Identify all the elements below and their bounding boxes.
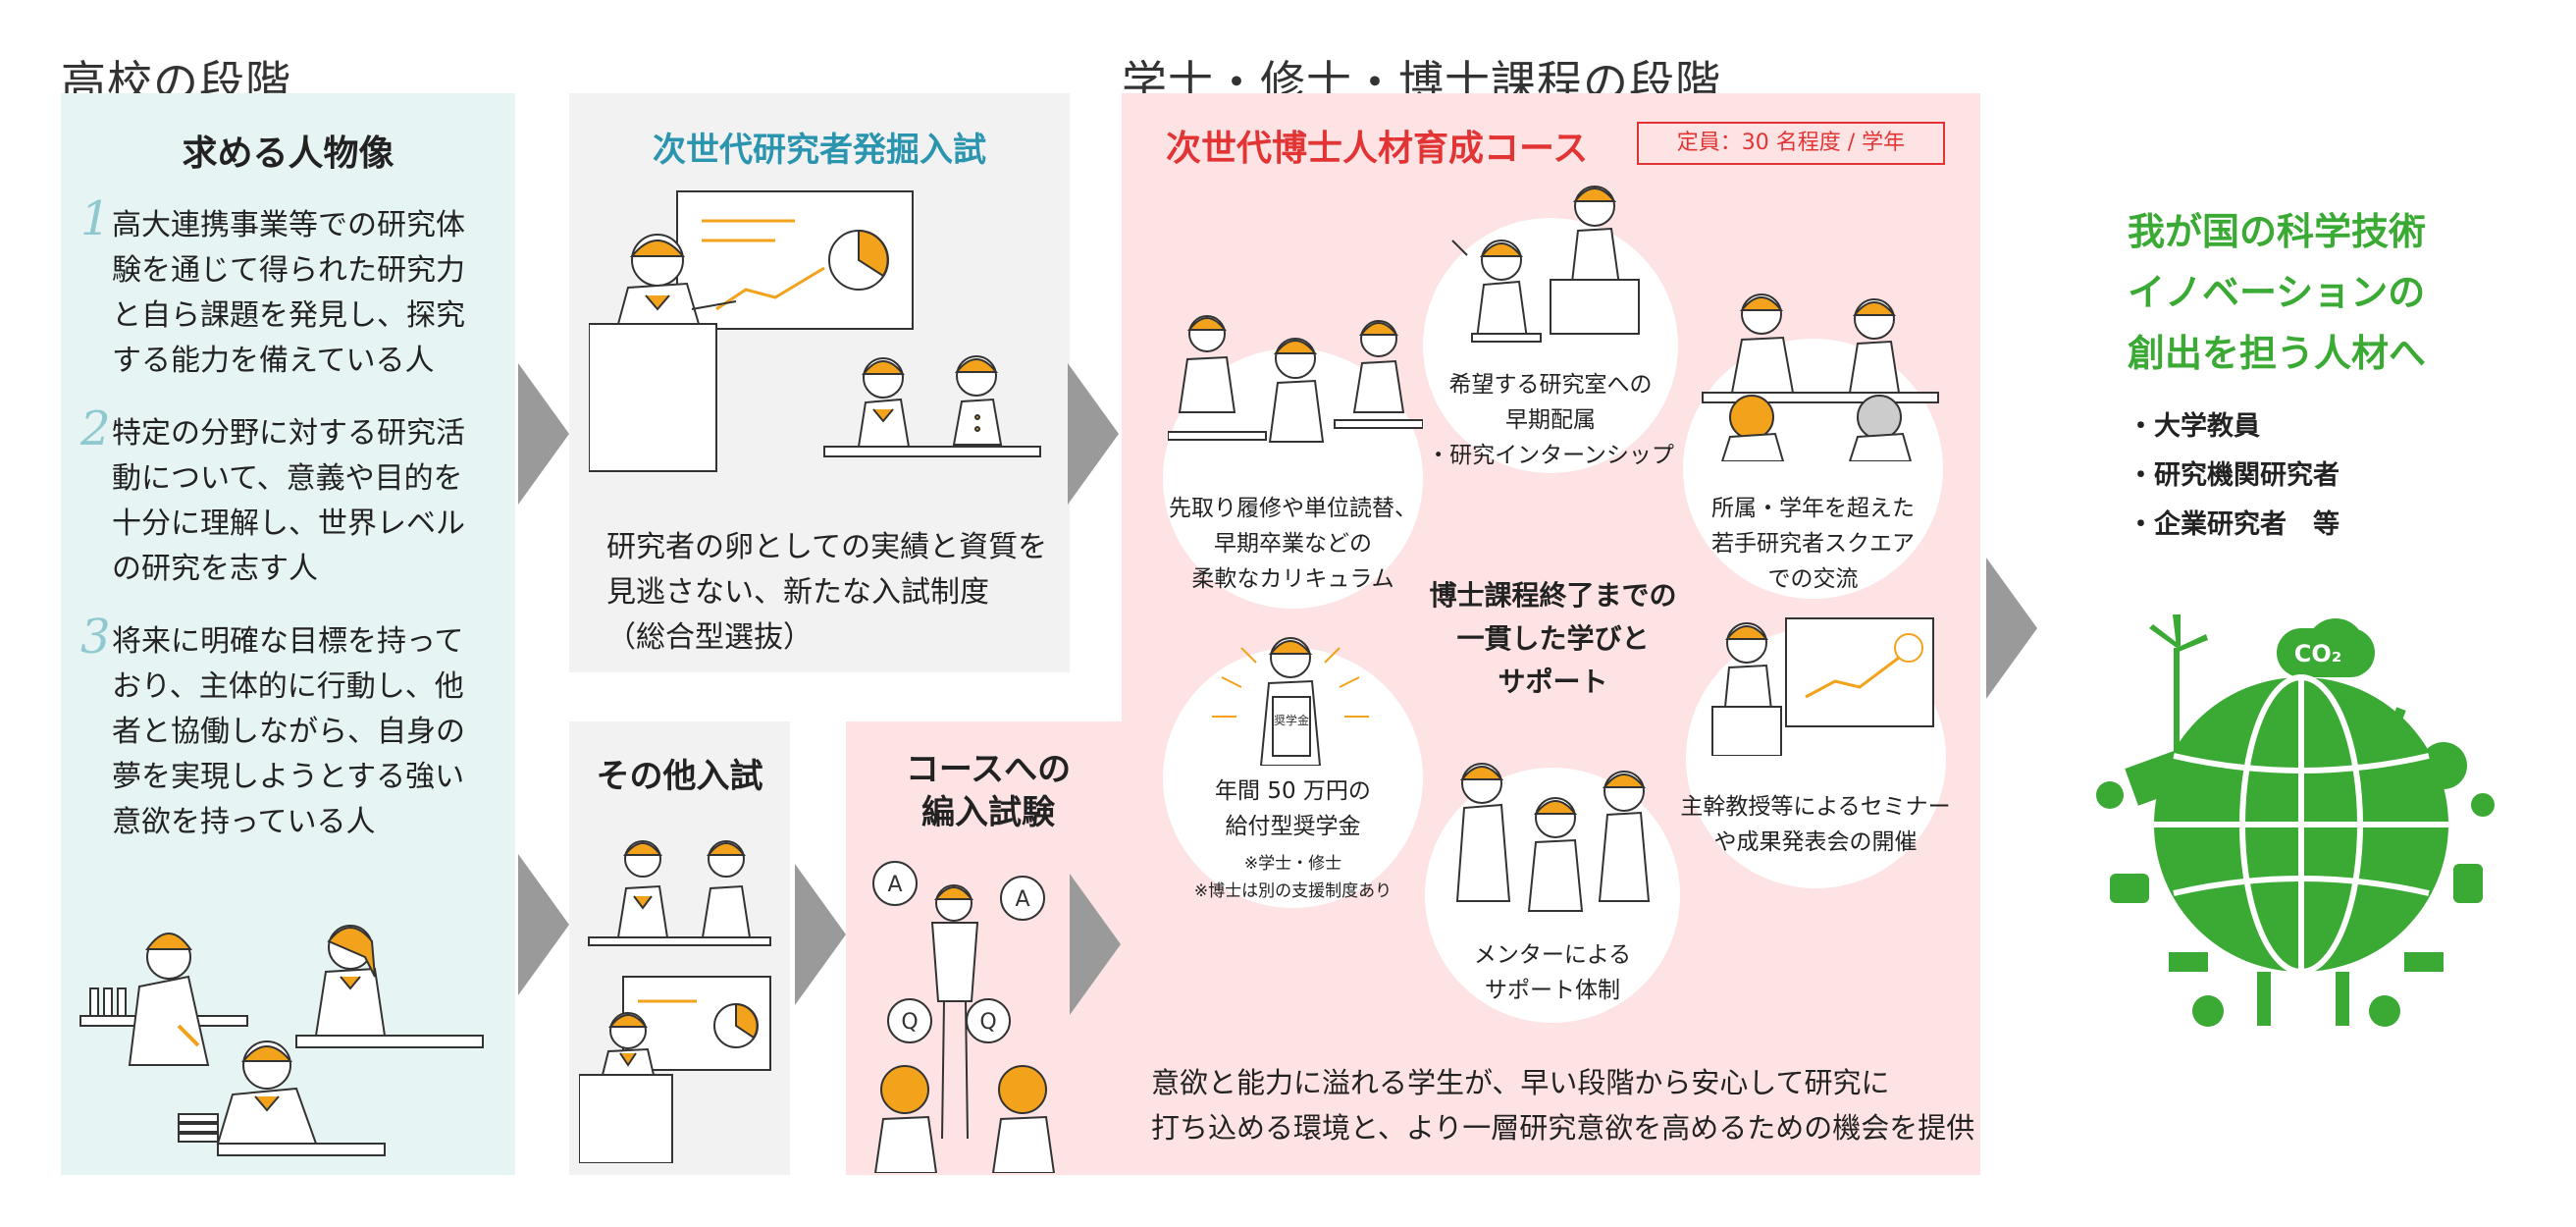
flow-arrow xyxy=(795,864,846,1005)
capacity-badge: 定員：30 名程度 / 学年 xyxy=(1637,122,1945,165)
ideal-item-1-line: と自ら課題を発見し、探究 xyxy=(112,298,465,333)
seminar-text: 主幹教授等によるセミナー や成果発表会の開催 xyxy=(1654,789,1977,860)
ideal-item-2: 特定の分野に対する研究活 動について、意義や目的を 十分に理解し、世界レベル の… xyxy=(112,411,465,592)
lab-text-line: 早期配属 xyxy=(1505,407,1596,433)
co2-label: CO₂ xyxy=(2294,640,2342,667)
mentor-text: メンターによる サポート体制 xyxy=(1425,937,1680,1008)
scholarship-note: ※博士は別の支援制度あり xyxy=(1193,881,1393,901)
ideal-item-1: 高大連携事業等での研究体 験を通じて得られた研究力 と自ら課題を発見し、探究 す… xyxy=(112,203,465,384)
ideal-item-2-line: 特定の分野に対する研究活 xyxy=(112,416,465,451)
lab-text-line: ・研究インターンシップ xyxy=(1427,443,1674,468)
scholarship-notes: ※学士・修士 ※博士は別の支援制度あり xyxy=(1163,850,1423,905)
outcome-title-line: イノベーションの xyxy=(2128,271,2426,314)
ideal-item-3-line: 将来に明確な目標を持って xyxy=(112,624,464,659)
other-exam-panel: その他入試 xyxy=(569,721,790,1175)
outcome-title-line: 我が国の科学技術 xyxy=(2128,210,2427,253)
seminar-text-line: 主幹教授等によるセミナー xyxy=(1680,794,1951,820)
scholarship-note: ※学士・修士 xyxy=(1243,854,1342,874)
discovery-exam-title: 次世代研究者発掘入試 xyxy=(653,131,986,170)
scholarship-text-line: 給付型奨学金 xyxy=(1225,814,1361,839)
flow-arrow xyxy=(1070,874,1121,1015)
course-summary-line: 意欲と能力に溢れる学生が、早い段階から安心して研究に xyxy=(1151,1066,1890,1099)
square-circle xyxy=(1683,339,1943,599)
exam-students-illustration xyxy=(579,840,771,1163)
center-statement-line: 一貫した学びと xyxy=(1456,622,1650,655)
answer-bubble-label: A xyxy=(1015,887,1029,912)
ideal-item-3: 将来に明確な目標を持って おり、主体的に行動し、他 者と協働しながら、自身の 夢… xyxy=(112,619,465,845)
discussion-illustration xyxy=(1702,293,1939,461)
question-bubble-label: Q xyxy=(979,1010,996,1035)
item-number-3: 3 xyxy=(80,610,111,665)
item-number-2: 2 xyxy=(80,401,111,456)
discovery-exam-desc-line: 見逃さない、新たな入試制度 xyxy=(606,575,989,610)
lab-text-line: 希望する研究室への xyxy=(1448,372,1653,398)
ideal-item-2-line: 十分に理解し、世界レベル xyxy=(112,507,465,541)
ideal-item-1-line: 高大連携事業等での研究体 xyxy=(112,208,465,242)
mentor-text-line: メンターによる xyxy=(1473,942,1632,968)
seminar-text-line: や成果発表会の開催 xyxy=(1713,829,1918,855)
mentor-text-line: サポート体制 xyxy=(1485,978,1620,1003)
square-text-line: 所属・学年を超えた xyxy=(1711,496,1915,521)
square-text-line: 若手研究者スクエア xyxy=(1711,531,1915,557)
green-globe-illustration: CO₂ xyxy=(2096,614,2495,1027)
scholarship-text: 年間 50 万円の 給付型奨学金 xyxy=(1163,774,1423,844)
answer-bubble-label: A xyxy=(887,873,902,897)
lab-text: 希望する研究室への 早期配属 ・研究インターンシップ xyxy=(1423,367,1678,473)
outcome-title-line: 創出を担う人材へ xyxy=(2128,332,2427,375)
course-summary: 意欲と能力に溢れる学生が、早い段階から安心して研究に 打ち込める環境と、より一層… xyxy=(1151,1060,1974,1150)
curriculum-text-line: 早期卒業などの xyxy=(1214,531,1372,557)
item-number-1: 1 xyxy=(80,191,111,246)
center-statement-line: サポート xyxy=(1498,666,1608,698)
discovery-exam-panel: 次世代研究者発掘入試 研究者の卵としての実績と資質を xyxy=(569,93,1070,672)
lecture-illustration xyxy=(1168,315,1423,443)
seminar-illustration xyxy=(1711,617,1934,756)
ideal-person-title: 求める人物像 xyxy=(182,133,394,174)
flow-arrow xyxy=(1986,558,2037,699)
flow-arrow xyxy=(518,854,569,995)
transfer-exam-title-line: コースへの xyxy=(905,750,1072,789)
lab-circle xyxy=(1423,218,1678,473)
square-text: 所属・学年を超えた 若手研究者スクエア での交流 xyxy=(1683,491,1943,597)
ideal-item-3-line: 夢を実現しようとする強い xyxy=(112,760,465,794)
course-title: 次世代博士人材育成コース xyxy=(1166,129,1589,169)
discovery-exam-desc-line: （総合型選抜） xyxy=(606,620,813,655)
square-text-line: での交流 xyxy=(1767,566,1859,592)
ideal-item-3-line: 者と協働しながら、自身の xyxy=(112,715,465,749)
ideal-item-1-line: する能力を備えている人 xyxy=(112,344,435,378)
question-bubble-label: Q xyxy=(901,1010,918,1035)
mentor-illustration xyxy=(1455,763,1651,912)
ideal-item-2-line: 動について、意義や目的を xyxy=(112,461,463,496)
other-exam-title: その他入試 xyxy=(596,757,763,796)
curriculum-text: 先取り履修や単位読替、 早期卒業などの 柔軟なカリキュラム xyxy=(1163,491,1423,597)
discovery-exam-desc-line: 研究者の卵としての実績と資質を xyxy=(606,530,1048,564)
outcome-item: ・研究機関研究者 xyxy=(2128,460,2339,491)
center-statement: 博士課程終了までの 一貫した学びと サポート xyxy=(1413,574,1693,704)
scholarship-book-label: 奨学金 xyxy=(1274,713,1309,727)
flow-arrow xyxy=(1068,363,1119,505)
curriculum-text-line: 先取り履修や単位読替、 xyxy=(1169,496,1417,521)
center-statement-line: 博士課程終了までの xyxy=(1429,579,1677,612)
outcome-item: ・企業研究者 等 xyxy=(2128,509,2339,540)
flow-arrow xyxy=(518,363,569,505)
curriculum-text-line: 柔軟なカリキュラム xyxy=(1191,566,1394,592)
scholarship-illustration: 奨学金 xyxy=(1212,637,1369,766)
qa-illustration: A A Q Q xyxy=(872,861,1056,1173)
outcome-title: 我が国の科学技術 イノベーションの 創出を担う人材へ xyxy=(2128,201,2426,384)
ideal-item-3-line: おり、主体的に行動し、他 xyxy=(112,669,464,704)
lab-illustration xyxy=(1451,186,1640,343)
ideal-item-3-line: 意欲を持っている人 xyxy=(112,805,376,839)
scholarship-text-line: 年間 50 万円の xyxy=(1215,778,1371,804)
ideal-item-2-line: の研究を志す人 xyxy=(112,552,318,586)
transfer-exam-title-line: 編入試験 xyxy=(921,793,1055,832)
course-summary-line: 打ち込める環境と、より一層研究意欲を高めるための機会を提供 xyxy=(1151,1111,1975,1145)
transfer-exam-title: コースへの 編入試験 xyxy=(846,748,1130,834)
ideal-item-1-line: 験を通じて得られた研究力 xyxy=(112,253,465,288)
discovery-exam-description: 研究者の卵としての実績と資質を 見逃さない、新たな入試制度 （総合型選抜） xyxy=(606,525,1047,661)
presentation-illustration xyxy=(589,190,1041,472)
outcome-list: ・大学教員 ・研究機関研究者 ・企業研究者 等 xyxy=(2128,402,2339,550)
students-studying-illustration xyxy=(79,925,484,1156)
ideal-person-panel: 求める人物像 1 高大連携事業等での研究体 験を通じて得られた研究力 と自ら課題… xyxy=(61,93,515,1175)
outcome-item: ・大学教員 xyxy=(2128,411,2260,442)
